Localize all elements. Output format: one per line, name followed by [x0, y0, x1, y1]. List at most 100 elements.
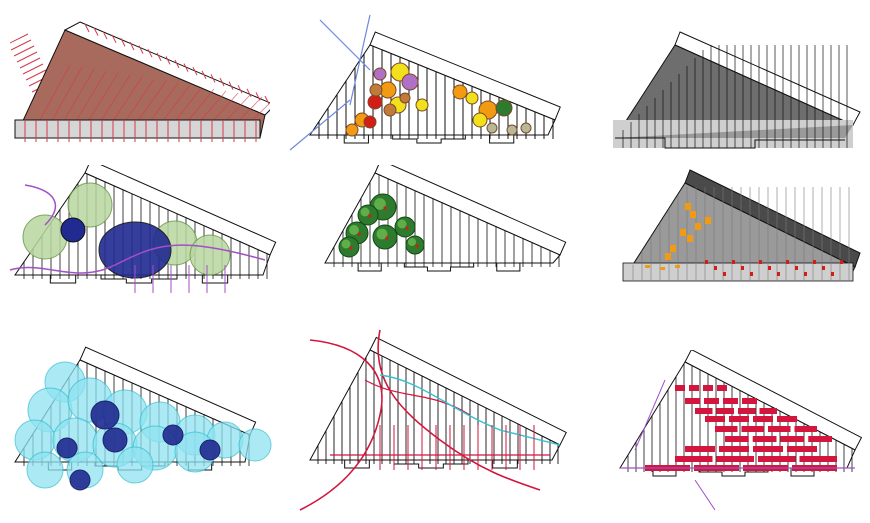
tree-canopy [405, 235, 425, 255]
crimson-bar [689, 385, 699, 391]
cyan-flow [379, 374, 561, 446]
navy-zone [199, 439, 221, 461]
crimson-bar [705, 416, 725, 422]
panel-p5 [295, 165, 570, 295]
tree-canopy [486, 122, 498, 134]
crimson-bar [758, 456, 796, 462]
crimson-bar [738, 408, 756, 414]
orange-accent [675, 265, 680, 268]
tree-canopy [383, 103, 397, 117]
crimson-bar [794, 426, 817, 432]
navy-zone [90, 400, 120, 430]
red-accent [831, 272, 834, 276]
orange-accent [680, 229, 686, 236]
orange-accent [690, 211, 696, 218]
crimson-bar [768, 426, 791, 432]
roof-hatch [165, 56, 171, 65]
roof-hatch [183, 63, 189, 72]
site-line [319, 19, 371, 71]
hatch-line [19, 57, 41, 69]
navy-zone [69, 469, 91, 491]
tree-highlight [374, 198, 386, 210]
crimson-bar [759, 408, 777, 414]
tree-canopy [520, 122, 532, 134]
hatch-line [25, 69, 47, 81]
roof-hatch [246, 88, 252, 98]
tree-fruit [383, 206, 387, 210]
tree-fruit [385, 236, 389, 240]
stepped-base [316, 459, 546, 469]
crimson-bar [799, 456, 837, 462]
purple-line [694, 479, 716, 511]
navy-zone [60, 217, 86, 243]
red-accent [714, 266, 717, 270]
navy-zone [56, 437, 78, 459]
red-accent [822, 266, 825, 270]
crimson-bar [742, 398, 757, 404]
hatch-line [10, 33, 29, 44]
tree-canopy [345, 123, 359, 137]
roof-hatch [120, 38, 126, 47]
crimson-bar [685, 398, 700, 404]
crimson-bar [780, 436, 805, 442]
tree-canopy [472, 112, 488, 128]
green-zone [22, 214, 68, 260]
tree-canopy [506, 124, 518, 136]
red-accent [750, 272, 753, 276]
tree-canopy [495, 99, 513, 117]
crimson-bar [695, 408, 713, 414]
site-line [289, 99, 351, 151]
crimson-bar [725, 436, 749, 442]
red-accent [804, 272, 807, 276]
orange-accent [660, 267, 665, 270]
roof-hatch [255, 92, 261, 101]
crimson-bar [753, 446, 783, 452]
cyan-zone [116, 446, 154, 484]
tree-fruit [415, 244, 419, 248]
panel-p1 [10, 10, 270, 160]
green-zone [189, 234, 231, 276]
navy-zone [162, 424, 184, 446]
crimson-bar [685, 446, 715, 452]
hatch-line [10, 39, 32, 51]
tree-fruit [368, 214, 372, 218]
purple-path [24, 184, 57, 226]
crimson-flow [377, 329, 541, 491]
base-band [14, 119, 261, 139]
stepped-base [615, 137, 845, 149]
red-accent [723, 272, 726, 276]
navy-zone [102, 427, 128, 453]
roof-hatch [237, 84, 243, 94]
roof-hatch [174, 59, 180, 69]
red-accent [759, 260, 762, 264]
building-mass [309, 349, 561, 461]
site-line [349, 14, 371, 106]
orange-accent [685, 203, 691, 210]
red-accent [768, 266, 771, 270]
panel-p7 [5, 340, 285, 520]
crimson-bar [715, 426, 738, 432]
orange-accent [645, 265, 650, 268]
stepped-base [21, 274, 257, 284]
tree-canopy [452, 84, 468, 100]
roof-hatch [93, 27, 99, 36]
hatch-line [22, 63, 44, 75]
crimson-bar [716, 408, 734, 414]
crimson-flow [364, 379, 471, 416]
tree-highlight [407, 237, 417, 247]
roof-hatch [138, 45, 144, 54]
panel-p2 [280, 10, 570, 160]
stepped-base [331, 262, 547, 272]
crimson-bar [716, 456, 754, 462]
panel-p6 [605, 165, 865, 290]
red-accent [777, 272, 780, 276]
roof-hatch [264, 95, 270, 105]
panel-p9 [605, 350, 865, 515]
crimson-bar [675, 385, 685, 391]
panel-p3 [605, 20, 865, 160]
tree-highlight [397, 219, 407, 229]
crimson-bar [704, 398, 719, 404]
red-accent [786, 260, 789, 264]
red-accent [732, 260, 735, 264]
